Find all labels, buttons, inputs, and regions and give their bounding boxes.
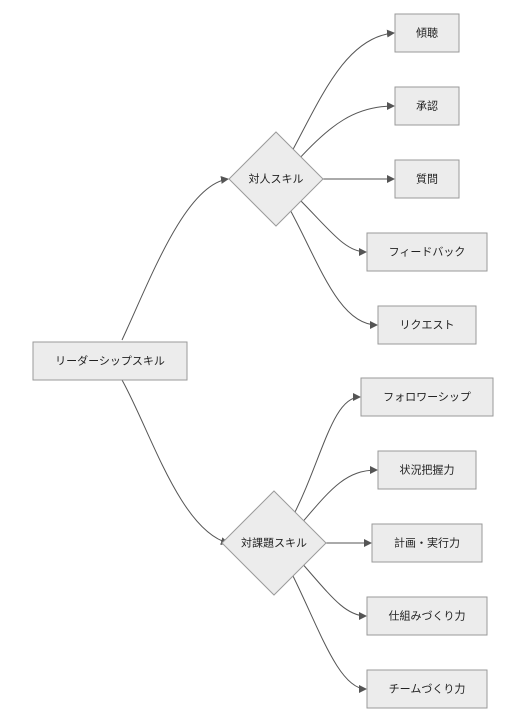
branch-node-interpersonal-label: 対人スキル [249,172,304,186]
leaf-node-label: 仕組みづくり力 [389,610,466,623]
edge-interpersonal-to-recognition [297,102,395,161]
leaf-node-label: 承認 [416,99,438,113]
root-node-label: リーダーシップスキル [55,354,165,368]
leaf-node-label: チームづくり力 [389,683,466,696]
branch-node-interpersonal[interactable]: 対人スキル [228,131,324,227]
leaf-node-label: リクエスト [400,319,455,332]
leaf-node-questioning[interactable]: 質問 [394,159,460,199]
leaf-node-planning-execution[interactable]: 計画・実行力 [371,523,483,563]
edge-task-to-situational [299,466,378,526]
branch-node-task[interactable]: 対課題スキル [221,490,327,596]
leaf-node-team-building[interactable]: チームづくり力 [366,669,488,709]
leaf-node-request[interactable]: リクエスト [377,305,477,345]
edge-root-to-task [121,379,229,546]
leaf-node-label: 質問 [416,172,438,186]
leaf-node-systems-building[interactable]: 仕組みづくり力 [366,596,488,636]
leaf-node-label: 計画・実行力 [394,536,460,550]
leaf-node-situational-awareness[interactable]: 状況把握力 [377,450,477,490]
branch-node-task-label: 対課題スキル [241,536,307,550]
edge-interpersonal-to-request [287,205,378,329]
edge-task-to-systems [299,560,367,620]
leaf-node-label: フォロワーシップ [383,391,471,404]
leaf-node-recognition[interactable]: 承認 [394,86,460,126]
edge-task-to-teambuilding [289,569,367,693]
leaf-node-followership[interactable]: フォロワーシップ [360,377,494,417]
leaf-node-label: 状況把握力 [400,463,455,477]
root-node[interactable]: リーダーシップスキル [32,341,188,381]
edge-task-to-followership [291,393,361,519]
edge-interpersonal-to-feedback [297,197,367,256]
edge-interpersonal-to-listening [289,29,395,156]
leaf-node-label: フィードバック [389,246,466,259]
edge-root-to-interpersonal [121,176,229,341]
leaf-node-feedback[interactable]: フィードバック [366,232,488,272]
leaf-node-listening[interactable]: 傾聴 [394,13,460,53]
leaf-node-label: 傾聴 [416,26,438,40]
